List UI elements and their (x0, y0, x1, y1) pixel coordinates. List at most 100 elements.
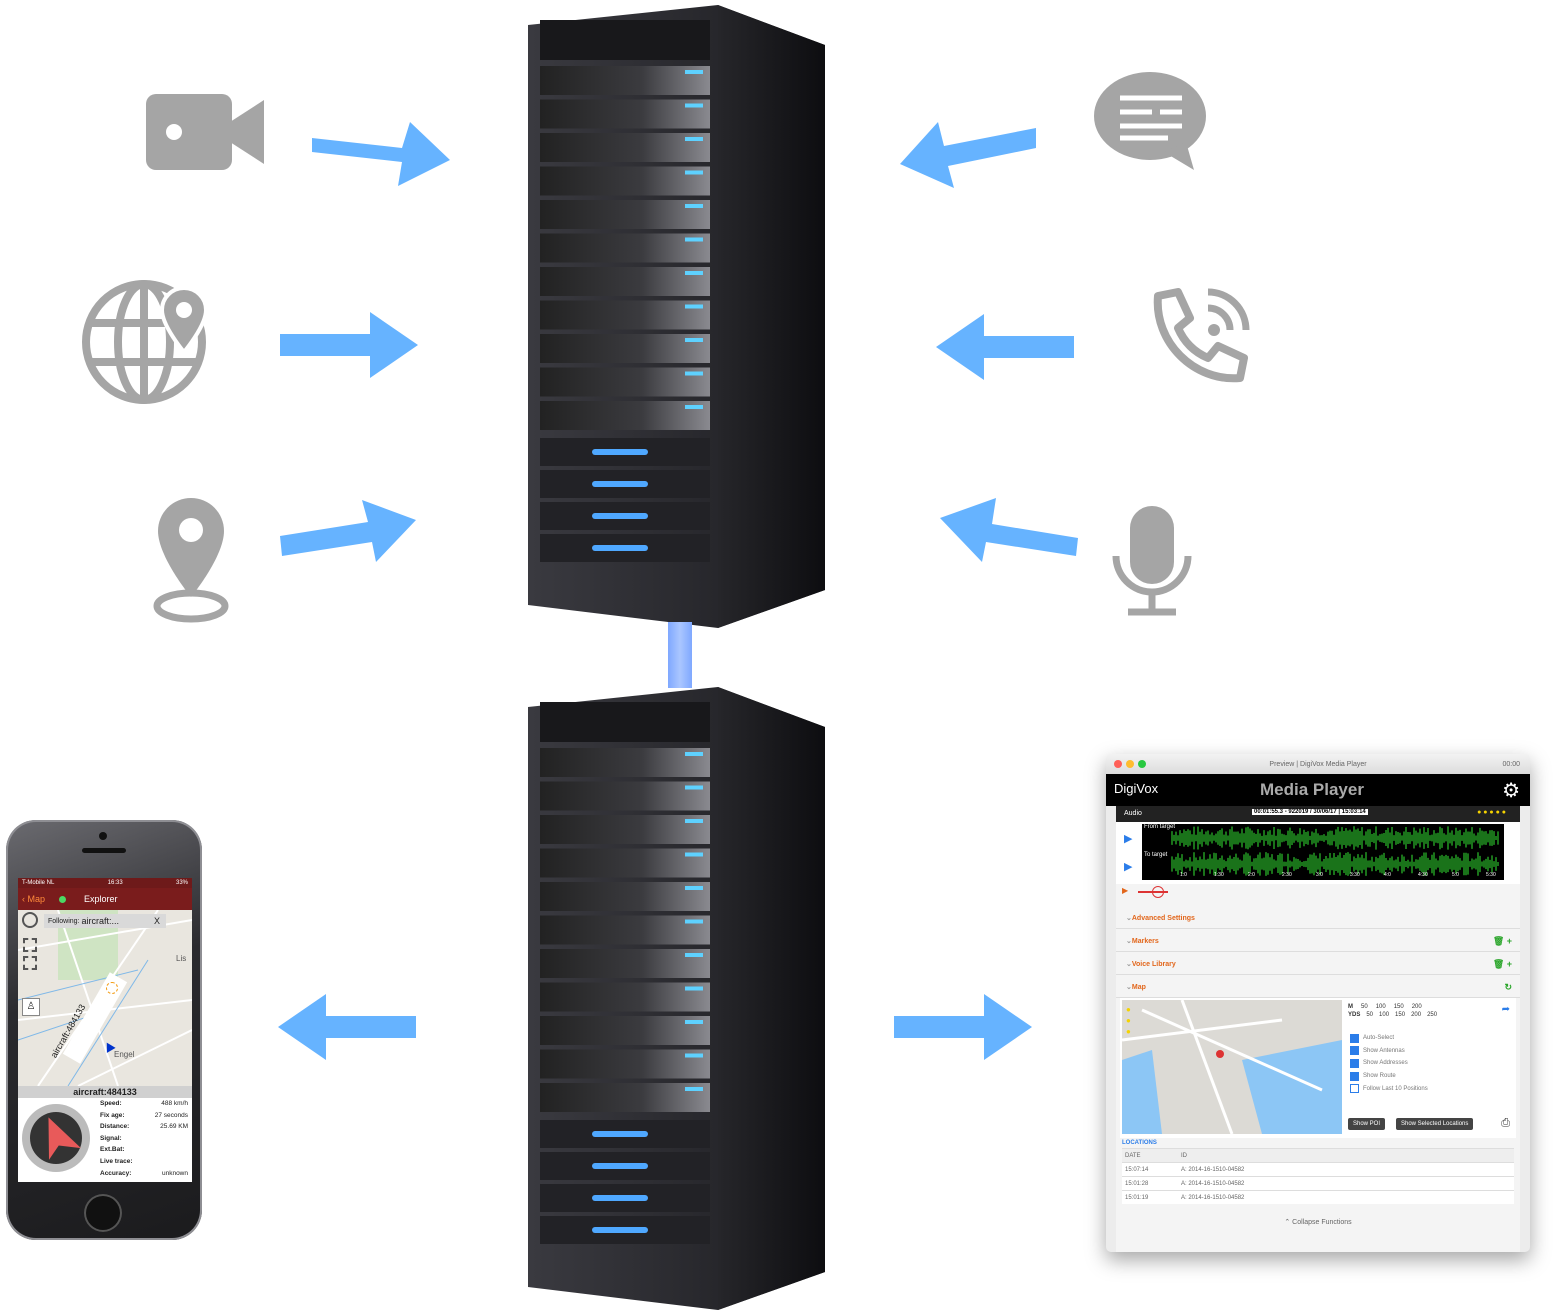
section-label: Markers (1131, 937, 1159, 945)
detail-row: Ext.Bat: (100, 1146, 188, 1158)
option-label: Show Route (1363, 1073, 1396, 1080)
scrub-handle[interactable] (1152, 886, 1164, 898)
collapse-functions[interactable]: ⌃ Collapse Functions (1284, 1219, 1352, 1226)
scale-yds-1: 50 (1366, 1012, 1374, 1018)
map-roads (18, 910, 192, 1086)
checkbox[interactable] (1350, 1058, 1359, 1068)
checkbox[interactable] (1350, 1071, 1359, 1081)
gear-icon[interactable]: ⚙ (1502, 780, 1520, 802)
blade-led (685, 752, 703, 756)
cell-date: 15:01:28 (1122, 1176, 1178, 1191)
print-icon[interactable]: ⎙ (1501, 1117, 1510, 1129)
server-blade (540, 233, 710, 263)
blade-led (685, 371, 703, 376)
add-icon[interactable]: 🗑 + (1492, 958, 1512, 969)
arrow-mic-to-server (940, 498, 1078, 562)
section-advanced-settings[interactable]: ⌄ Advanced Settings (1116, 908, 1520, 929)
time-tick: 3:30 (1350, 872, 1360, 878)
player-map[interactable] (1121, 999, 1342, 1135)
scale-m: M 50 100 150 200 (1348, 1004, 1422, 1010)
play-to-button[interactable]: ▶ (1124, 861, 1133, 873)
show-poi-button[interactable]: Show POI (1348, 1118, 1386, 1130)
detail-value: 488 km/h (161, 1100, 188, 1107)
map-zoom-controls[interactable]: ●●● (1126, 1005, 1131, 1036)
server-blade (540, 915, 710, 945)
detail-row: Signal: (100, 1135, 188, 1147)
bay-led (592, 1195, 648, 1201)
walk-icon[interactable]: ♙ (22, 998, 40, 1016)
server-blade (540, 300, 710, 330)
waveform[interactable] (1142, 824, 1504, 880)
fullscreen-icon[interactable] (23, 938, 37, 952)
map-option[interactable]: Show Route (1350, 1070, 1428, 1083)
checkbox[interactable] (1350, 1046, 1359, 1056)
close-window-button[interactable] (1114, 760, 1122, 768)
header-date: DATE (1122, 1148, 1178, 1163)
scale-yds-label: YDS (1348, 1012, 1361, 1018)
window-title: Preview | DigiVox Media Player (1269, 760, 1367, 768)
section-markers[interactable]: ⌄ Markers🗑 + (1116, 931, 1520, 952)
time-tick: 2:0 (1248, 872, 1255, 878)
checkbox[interactable] (1350, 1033, 1359, 1043)
server-blade (540, 166, 710, 196)
server-blade (540, 367, 710, 397)
arrow-pin-to-server (280, 500, 416, 562)
play-from-button[interactable]: ▶ (1124, 833, 1133, 845)
chevron-down-icon: ⌄ (1126, 915, 1132, 922)
target-marker[interactable] (106, 982, 118, 994)
show-selected-button[interactable]: Show Selected Locations (1396, 1118, 1474, 1130)
following-label: Following: (48, 917, 80, 925)
share-icon[interactable]: ➦ (1501, 1004, 1510, 1015)
option-label: Show Antennas (1363, 1047, 1405, 1054)
nav-bar: ‹ Map Explorer (18, 888, 192, 910)
target-name: aircraft:484133 (18, 1086, 192, 1098)
arrow-camera-to-server (312, 122, 450, 186)
blade-led (685, 70, 703, 74)
blade-led (685, 852, 703, 857)
window-titlebar: Preview | DigiVox Media Player 00:00 (1106, 754, 1530, 774)
detail-row: Distance:25.69 KM (100, 1123, 188, 1135)
close-icon[interactable]: X (153, 916, 160, 926)
blade-led (685, 237, 703, 242)
map-option[interactable]: Auto-Select (1350, 1032, 1428, 1045)
upper-server-rack (528, 5, 825, 628)
scale-yds-4: 200 (1411, 1012, 1422, 1018)
map-option[interactable]: Show Antennas (1350, 1045, 1428, 1058)
following-bar: Following: aircraft:... X (44, 914, 166, 928)
home-button[interactable] (84, 1194, 122, 1232)
play-icon[interactable]: ▶ (1122, 886, 1129, 895)
section-voice-library[interactable]: ⌄ Voice Library🗑 + (1116, 954, 1520, 975)
map-panel: ●●● M 50 100 150 200 YDS 50 100 150 200 … (1120, 998, 1516, 1138)
checkbox[interactable] (1350, 1084, 1359, 1094)
time-tick: 1:0 (1180, 872, 1187, 878)
detail-value: 25.69 KM (160, 1123, 188, 1131)
map-option[interactable]: Show Addresses (1350, 1057, 1428, 1070)
zoom-window-button[interactable] (1138, 760, 1146, 768)
scale-yds-2: 100 (1379, 1012, 1390, 1018)
header-id: ID (1178, 1148, 1514, 1163)
add-icon[interactable]: 🗑 + (1492, 935, 1512, 946)
back-button[interactable]: ‹ Map (22, 894, 46, 904)
section-map[interactable]: ⌄ Map↻ (1116, 977, 1520, 998)
fit-icon[interactable] (23, 956, 37, 970)
server-blade (540, 882, 710, 911)
blade-led (685, 785, 703, 790)
locate-icon[interactable] (22, 912, 38, 928)
server-blade (540, 133, 710, 162)
media-player-window: Preview | DigiVox Media Player 00:00 Dig… (1106, 754, 1530, 1252)
refresh-icon[interactable]: ↻ (1504, 981, 1512, 992)
blade-led (685, 405, 703, 409)
phone-map[interactable]: Following: aircraft:... X ♙ Lis Engel ai… (18, 910, 192, 1086)
minimize-window-button[interactable] (1126, 760, 1134, 768)
phone-call-icon (1153, 288, 1250, 383)
map-pin-icon (153, 498, 229, 623)
smartphone: T-Mobile NL 16:33 33% ‹ Map Explorer (6, 820, 202, 1240)
map-option[interactable]: Follow Last 10 Positions (1350, 1082, 1428, 1095)
microphone-icon (1112, 506, 1192, 616)
globe-location-icon (82, 280, 209, 404)
audio-tool-icons[interactable]: ● ● ● ● ● (1477, 809, 1506, 816)
